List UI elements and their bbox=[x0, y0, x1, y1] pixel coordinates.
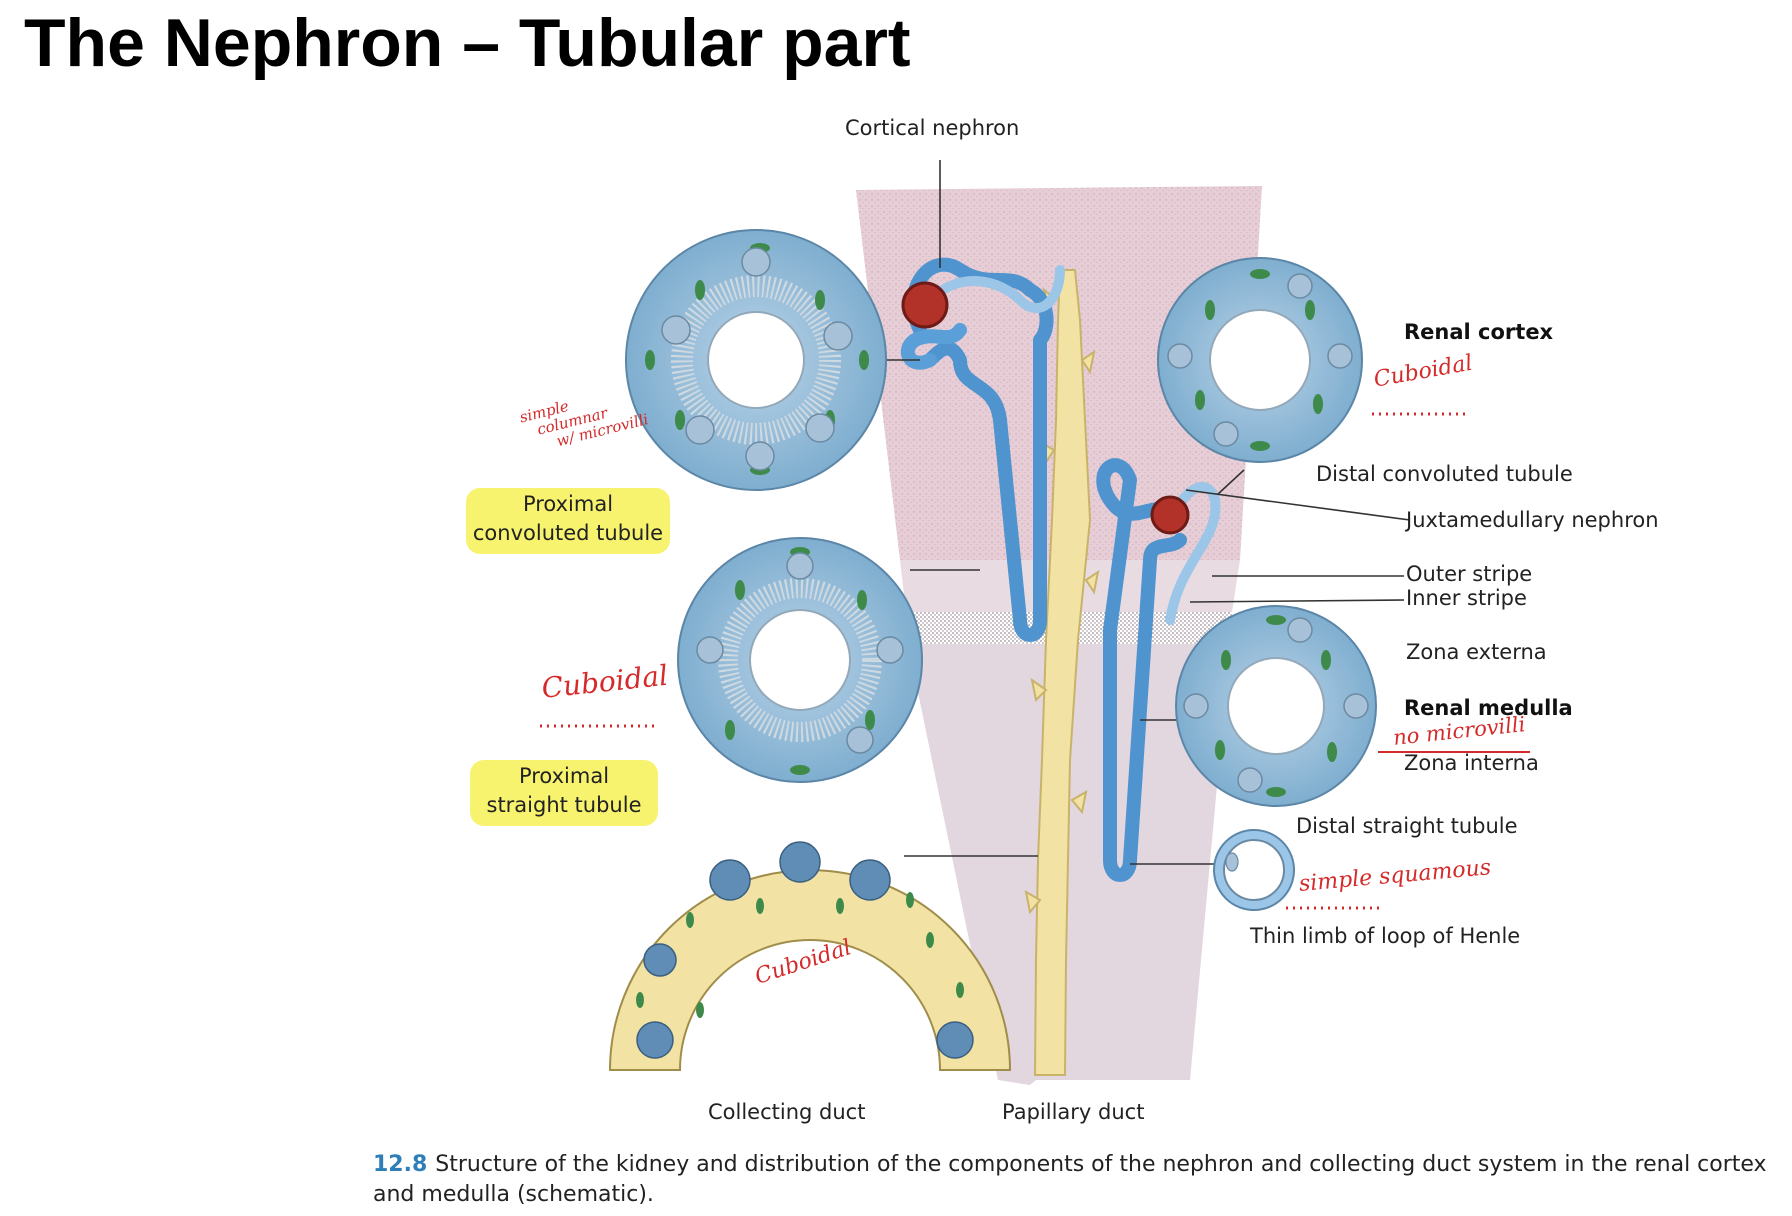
collecting-duct-label: Collecting duct bbox=[708, 1100, 866, 1124]
glomerulus-juxtamedullary bbox=[1150, 495, 1190, 535]
collecting-duct-tube bbox=[1033, 269, 1092, 1076]
renal-medulla-label: Renal medulla bbox=[1404, 696, 1573, 720]
pst-label: Proximal straight tubule bbox=[470, 762, 658, 820]
distal-straight-tubule-label: Distal straight tubule bbox=[1296, 814, 1518, 838]
collecting-duct-cross-section bbox=[608, 841, 1012, 1071]
zona-externa-label: Zona externa bbox=[1406, 640, 1547, 664]
figure-number: 12.8 bbox=[373, 1152, 428, 1177]
juxtamedullary-distal-tubule bbox=[1165, 481, 1221, 625]
pst-cross-section bbox=[677, 537, 923, 783]
cortical-distal-tubule bbox=[925, 265, 1065, 313]
pct-label-line2: convoluted tubule bbox=[472, 521, 664, 545]
renal-medulla-region bbox=[908, 644, 1230, 1080]
thin-limb-cross-section bbox=[1213, 829, 1295, 911]
pct-label-highlight bbox=[466, 488, 670, 554]
papillary-duct-label: Papillary duct bbox=[1002, 1100, 1145, 1124]
juxtamedullary-nephron-tubule bbox=[1096, 458, 1187, 882]
pct-cross-section bbox=[625, 229, 887, 491]
pointer-lines bbox=[870, 160, 1411, 865]
duct-branches bbox=[1024, 287, 1100, 915]
pct-label-line1: Proximal bbox=[522, 492, 614, 516]
pct-label: Proximal convoluted tubule bbox=[466, 490, 670, 548]
cortical-nephron-tubule bbox=[900, 257, 1054, 642]
cortical-nephron-label: Cortical nephron bbox=[845, 116, 1020, 140]
outer-stripe-label: Outer stripe bbox=[1406, 562, 1533, 586]
figure-caption-text: Structure of the kidney and distribution… bbox=[373, 1152, 1767, 1207]
inner-stripe-label: Inner stripe bbox=[1406, 586, 1527, 610]
renal-cortex-label: Renal cortex bbox=[1404, 320, 1554, 344]
distal-convoluted-tubule-label: Distal convoluted tubule bbox=[1316, 462, 1573, 486]
pst-label-line1: Proximal bbox=[518, 764, 610, 788]
pst-label-highlight bbox=[470, 760, 658, 826]
glomerulus-cortical bbox=[901, 281, 949, 329]
juxtamedullary-nephron-label: Juxtamedullary nephron bbox=[1406, 508, 1659, 532]
annotation-underlines bbox=[540, 412, 1466, 910]
thin-limb-label: Thin limb of loop of Henle bbox=[1250, 924, 1521, 948]
dst-cross-section bbox=[1175, 605, 1377, 807]
pst-label-line2: straight tubule bbox=[486, 793, 642, 817]
zona-interna-label: Zona interna bbox=[1404, 751, 1539, 775]
dct-cross-section bbox=[1157, 257, 1363, 463]
page-title: The Nephron – Tubular part bbox=[24, 5, 911, 81]
